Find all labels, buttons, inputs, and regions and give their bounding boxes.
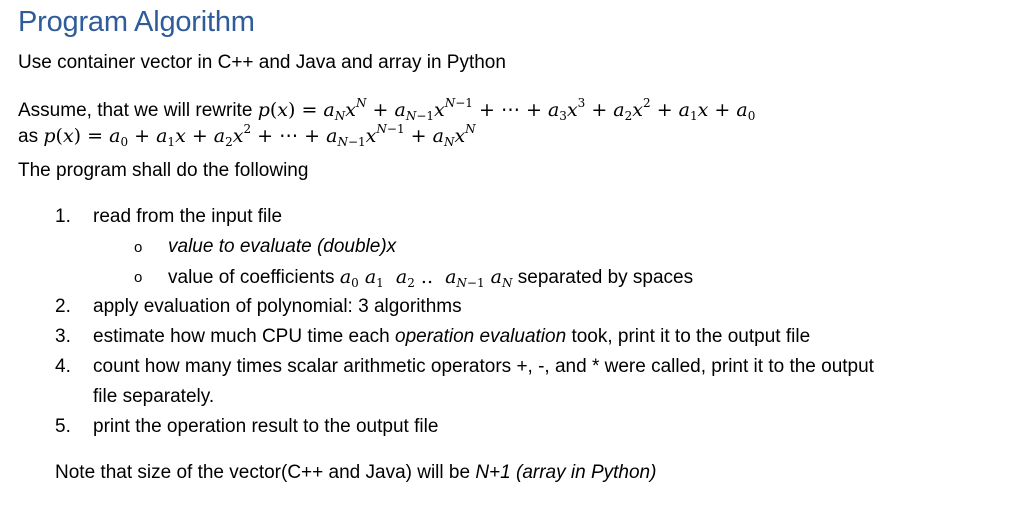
- note-line: Note that size of the vector(C++ and Jav…: [55, 462, 656, 484]
- step-1-subitem-1: o value to evaluate (double)x: [134, 236, 734, 260]
- assume-line: Assume, that we will rewrite p(x) = aNxN…: [18, 96, 756, 123]
- page-title: Program Algorithm: [18, 6, 255, 38]
- step-text-suffix: took, print it to the output file: [571, 326, 811, 347]
- subitem-text-prefix: value of coefficients: [168, 267, 335, 288]
- step-text-line-1: count how many times scalar arithmetic o…: [93, 356, 874, 377]
- step-4: 4. count how many times scalar arithmeti…: [55, 356, 1015, 410]
- step-5: 5. print the operation result to the out…: [55, 416, 955, 440]
- step-text-prefix: estimate how much CPU time each: [93, 326, 390, 347]
- bullet-icon: o: [134, 269, 143, 286]
- note-text-italic: N+1 (array in Python): [475, 462, 657, 483]
- step-number: 3.: [55, 326, 71, 347]
- step-number: 4.: [55, 356, 71, 377]
- note-text: Note that size of the vector(C++ and Jav…: [55, 462, 471, 483]
- step-text-italic: operation evaluation: [395, 326, 567, 347]
- subitem-text: value to evaluate (double)x: [168, 236, 397, 257]
- subitem-text: value of coefficients a0 a1 a2 .. aN−1 a…: [168, 266, 693, 289]
- step-text: print the operation result to the output…: [93, 416, 439, 437]
- subitem-text-suffix: separated by spaces: [517, 267, 694, 288]
- step-1-subitem-2: o value of coefficients a0 a1 a2 .. aN−1…: [134, 266, 834, 290]
- step-3: 3. estimate how much CPU time each opera…: [55, 326, 1005, 350]
- bullet-icon: o: [134, 239, 143, 256]
- subtitle: Use container vector in C++ and Java and…: [18, 52, 506, 73]
- as-text: as: [18, 126, 39, 147]
- as-line: as p(x) = a0 + a1x + a2x2 + ⋯ + aN−1xN−1…: [18, 122, 476, 149]
- step-number: 2.: [55, 296, 71, 317]
- step-1: 1. read from the input file: [55, 206, 955, 230]
- step-text: read from the input file: [93, 206, 283, 227]
- intro-text: The program shall do the following: [18, 160, 309, 181]
- step-text-line-2: file separately.: [93, 386, 215, 407]
- step-text: estimate how much CPU time each operatio…: [93, 326, 810, 348]
- step-number: 1.: [55, 206, 71, 227]
- coefficients-formula: a0 a1 a2 .. aN−1 aN: [339, 266, 513, 290]
- step-number: 5.: [55, 416, 71, 437]
- step-2: 2. apply evaluation of polynomial: 3 alg…: [55, 296, 955, 320]
- step-text: apply evaluation of polynomial: 3 algori…: [93, 296, 462, 317]
- formula-rewritten: p(x) = a0 + a1x + a2x2 + ⋯ + aN−1xN−1 + …: [43, 122, 476, 149]
- assume-text: Assume, that we will rewrite: [18, 100, 253, 121]
- formula-original: p(x) = aNxN + aN−1xN−1 + ⋯ + a3x3 + a2x2…: [257, 96, 756, 123]
